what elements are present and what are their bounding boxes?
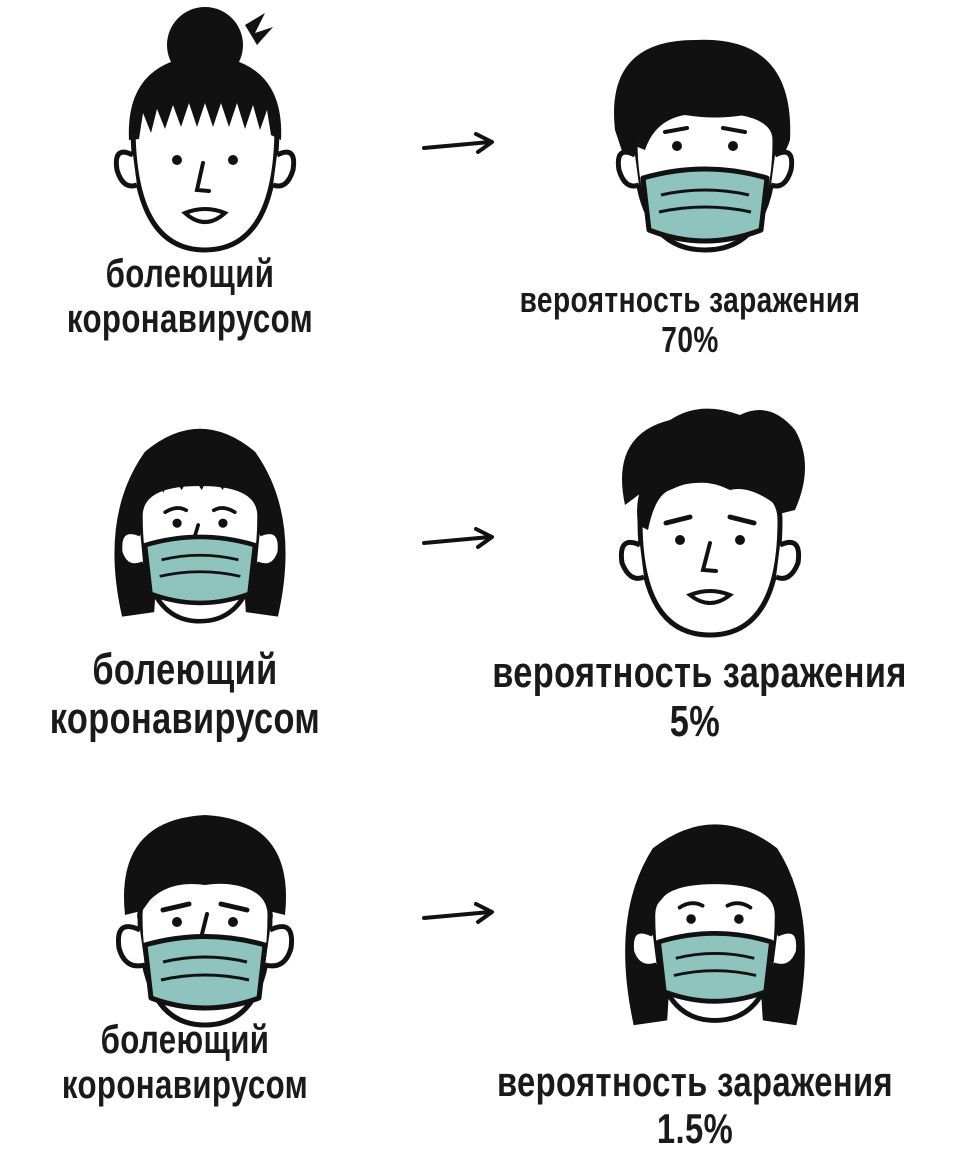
infection-label-line1: вероятность заражения [519,279,861,320]
sick-person-label-3: болеющий коронавирусом [52,1018,317,1108]
face-unmasked-wavy-hair-icon [618,408,805,638]
sick-label-line2: коронавирусом [66,296,314,341]
face-masked-short-hair-icon [614,39,795,253]
infection-probability-value: 1.5% [656,1105,734,1153]
infection-probability-label-2: вероятность заражения 5% [492,648,907,747]
healthy-person-face-2 [600,395,820,655]
sick-person-face-2 [90,395,310,655]
sick-label-line1: болеющий [100,1018,270,1062]
infection-probability-value: 5% [669,697,721,747]
healthy-person-face-1 [595,20,815,280]
face-masked-long-hair-icon [625,824,805,1026]
sick-label-line1: болеющий [92,645,278,694]
sick-person-label-2: болеющий коронавирусом [45,645,326,744]
infection-probability-value: 70% [661,319,719,361]
infection-probability-label-3: вероятность заражения 1.5% [492,1058,898,1152]
sick-person-label-1: болеющий коронавирусом [57,252,322,342]
infection-label-line1: вероятность заражения [492,648,907,697]
sick-label-line2: коронавирусом [61,1062,309,1107]
sick-person-face-3 [95,790,315,1050]
healthy-person-face-3 [605,790,825,1050]
face-masked-long-hair-icon [114,428,286,624]
sick-label-line2: коронавирусом [49,694,321,744]
infection-label-line1: вероятность заражения [496,1058,894,1105]
right-arrow-icon [420,900,500,930]
sick-person-face-1 [95,5,315,265]
sick-label-line1: болеющий [105,252,275,296]
face-unmasked-bun-hair-icon [113,7,297,253]
infection-probability-label-1: вероятность заражения 70% [495,279,885,361]
face-masked-short-hair-icon [115,815,295,1028]
right-arrow-icon [420,525,500,555]
right-arrow-icon [420,130,500,160]
